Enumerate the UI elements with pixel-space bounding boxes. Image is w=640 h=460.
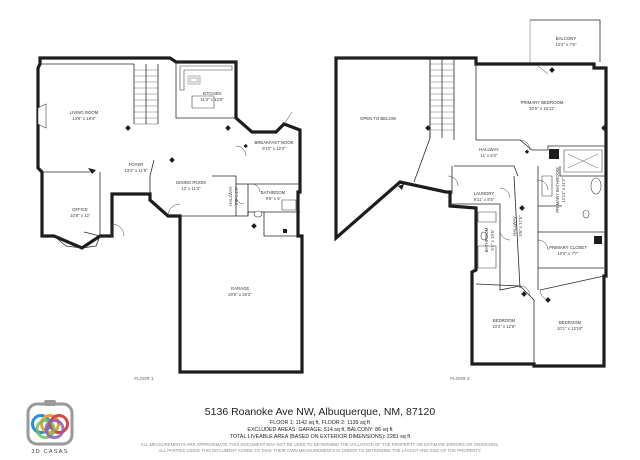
floor-2-label: FLOOR 2 [450,376,470,381]
room-name-hallway-1: HALLWAY [228,186,233,206]
room-name-garage: GARAGE [231,286,250,291]
room-name-hallway-2a: HALLWAY [479,147,499,152]
room-dims-foyer: 13'2" x 11'5" [124,168,148,173]
room-name-balcony: BALCONY [556,36,577,41]
camera-rings-logo [26,400,74,446]
floor-2-stairs [429,58,455,140]
room-name-kitchen: KITCHEN [203,91,222,96]
floor-2-plan [334,19,608,368]
room-name-open-to-below: OPEN TO BELOW [360,116,397,121]
bath-2-tub [477,245,497,269]
room-name-dining: DINING ROOM [176,180,206,185]
floor-1-exterior-wall [36,56,304,374]
floor-1-plan [36,56,304,374]
room-name-bedroom-a: BEDROOM [493,318,516,323]
shower-drain [549,149,559,159]
room-dims-living: 13'8" x 19'4" [72,116,96,121]
room-dims-bedroom-a: 10'2" x 12'9" [492,324,516,329]
room-name-primary-bathroom: PRIMARY BATHROOM [555,167,560,213]
room-dims-primary-bedroom: 20'5" x 16'11" [529,106,555,111]
room-dims-bedroom-b: 10'1" x 12'10" [557,326,583,331]
room-name-primary-bedroom: PRIMARY BEDROOM [521,100,564,105]
room-name-primary-closet: PRIMARY CLOSET [549,245,587,250]
room-dims-hallway-2a: 11' x 6'3" [481,153,498,158]
toilet [253,210,263,218]
fireplace [37,103,47,129]
kitchen-wall [175,62,236,119]
room-dims-garage: 20'6" x 26'2" [228,292,252,297]
room-name-office: OFFICE [72,207,88,212]
room-dims-primary-bathroom: 11'11" x 11'2" [561,177,566,202]
room-dims-bathroom-2: 9'1" x 15'5" [490,229,495,251]
floor-1-label: FLOOR 1 [134,376,154,381]
area-stats-total: TOTAL LIVEABLE AREA (BASED ON EXTERIOR D… [229,434,411,440]
disclaimer-line-1: ALL MEASUREMENTS ARE APPROXIMATE. THIS D… [140,442,500,447]
room-dims-hallway-1: 3'6" x 4'3" [234,186,239,205]
room-name-breakfast: BREAKFAST NOOK [254,140,293,145]
bedroom-a-wall [475,283,535,301]
kitchen-counter [179,65,233,91]
room-dims-kitchen: 11'3" x 13'8" [200,97,224,102]
room-name-bedroom-b: BEDROOM [559,320,582,325]
room-name-laundry: LAUNDRY [474,191,495,196]
kitchen-island [191,95,215,109]
room-name-hallway-2b: HALLWAY [512,216,517,236]
balcony-railing [530,19,601,62]
garage-wall [180,211,300,217]
room-dims-dining: 12' x 11'4" [181,186,201,191]
room-name-living: LIVING ROOM [70,110,99,115]
room-name-foyer: FOYER [129,162,144,167]
floor-plan-drawing: LIVING ROOM 13'8" x 19'4" KITCHEN 11'3" … [36,19,608,381]
room-dims-balcony: 12'4" x 7'6" [555,42,577,47]
room-dims-primary-closet: 10'5" x 7'7" [557,251,579,256]
property-address: 5136 Roanoke Ave NW, Albuquerque, NM, 87… [204,406,436,418]
logo-text: 3D CASAS [31,449,69,455]
area-stats-excluded: EXCLUDED AREAS: GARAGE: 514 sq ft, BALCO… [247,427,393,433]
room-name-bathroom-2: BATHROOM [484,227,489,252]
room-name-bathroom-1: BATHROOM [261,190,286,195]
room-dims-laundry: 9'11" x 8'5" [474,197,495,202]
bedroom-b-wall [539,275,605,291]
floor-1-stairs [133,64,159,125]
room-dims-hallway-2b: 3'6" x 17'5" [518,215,523,237]
area-stats-floors: FLOOR 1: 1142 sq ft, FLOOR 2: 1139 sq ft [270,420,370,426]
dining-wall [212,175,237,216]
room-dims-breakfast: 9'10" x 12'2" [262,146,286,151]
room-dims-bathroom-1: 9'5" x 5' [266,196,281,201]
room-dims-office: 10'8" x 12' [70,213,90,218]
disclaimer-line-2: ALL PARTIES USING THIS DOCUMENT AGREE TO… [158,448,482,453]
